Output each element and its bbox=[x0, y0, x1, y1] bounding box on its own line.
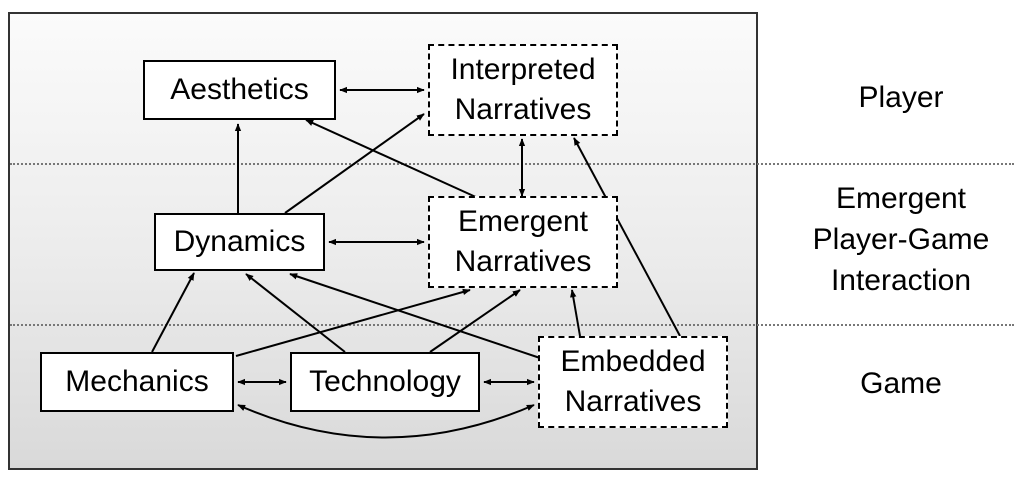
node-aesthetics: Aesthetics bbox=[143, 60, 336, 120]
node-interpreted-narratives: Interpreted Narratives bbox=[428, 44, 618, 136]
layer-label-player: Player bbox=[858, 81, 944, 114]
node-embedded-narratives: Embedded Narratives bbox=[538, 336, 728, 428]
layer-divider-bottom bbox=[10, 324, 1014, 326]
node-emergent-narratives: Emergent Narratives bbox=[428, 196, 618, 288]
layer-label-emergent-interaction: Emergent Player-Game Interaction bbox=[812, 182, 990, 297]
node-dynamics: Dynamics bbox=[154, 213, 325, 271]
node-technology: Technology bbox=[290, 352, 480, 412]
layer-divider-top bbox=[10, 163, 1014, 165]
node-mechanics: Mechanics bbox=[40, 352, 234, 412]
layer-label-game: Game bbox=[860, 367, 942, 400]
